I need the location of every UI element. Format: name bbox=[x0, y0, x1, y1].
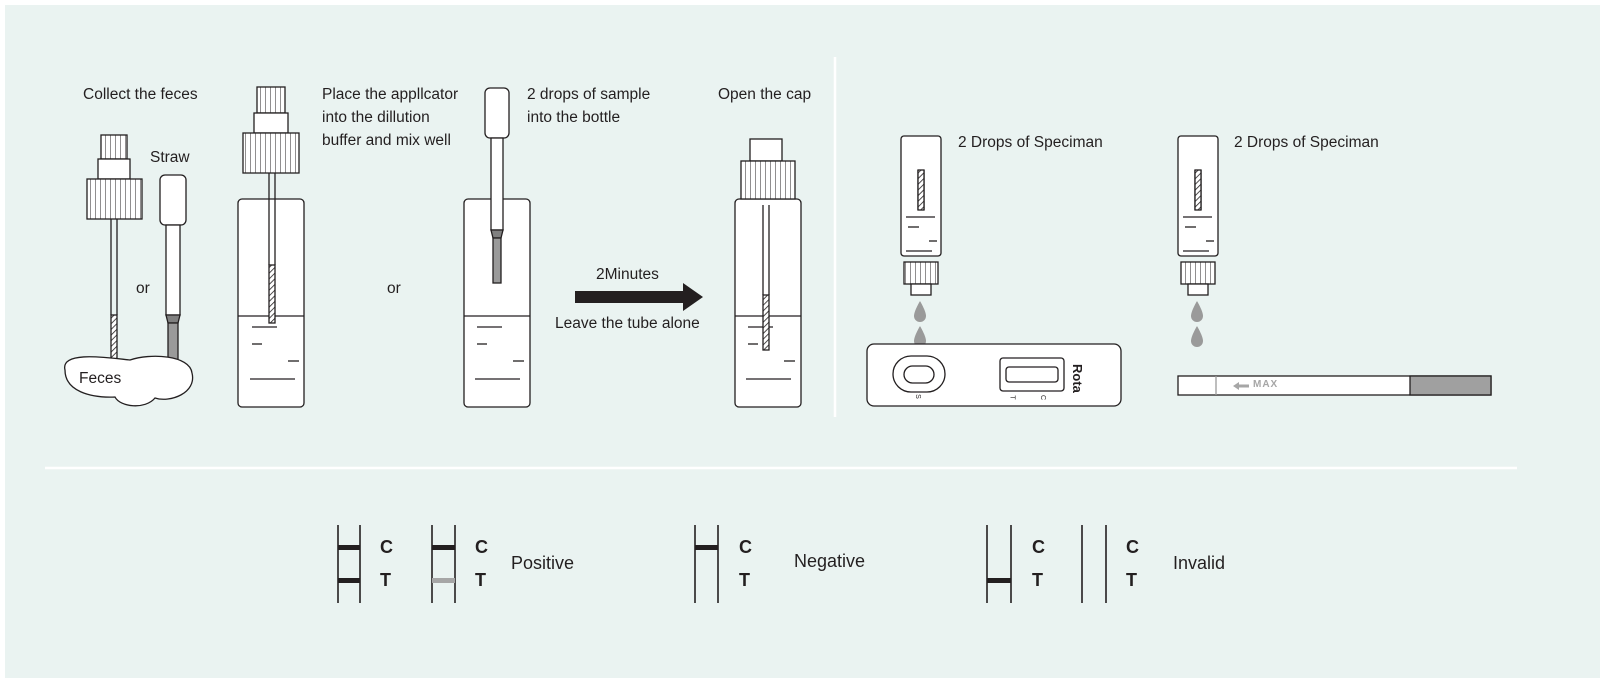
label-positive: Positive bbox=[511, 553, 575, 573]
label-t: T bbox=[1032, 570, 1043, 590]
label-straw: Straw bbox=[150, 149, 190, 166]
drop-icon bbox=[914, 326, 926, 347]
label-c: C bbox=[475, 537, 488, 557]
straw-dropper bbox=[159, 174, 187, 371]
closed-tube bbox=[734, 138, 802, 408]
cassette-window-t: T bbox=[1008, 395, 1016, 400]
result-strip-positive-2 bbox=[431, 525, 456, 603]
dilution-tube-with-dropper bbox=[463, 87, 531, 408]
test-strip bbox=[1177, 375, 1492, 396]
label-drops-strip: 2 Drops of Speciman bbox=[1234, 134, 1379, 151]
label-or: or bbox=[136, 280, 150, 297]
label-c: C bbox=[739, 537, 752, 557]
tube-dropper-strip bbox=[1177, 135, 1219, 296]
procedure-diagram bbox=[45, 57, 1517, 603]
cassette-well-s: S bbox=[913, 394, 921, 399]
cassette-brand-label: Rota bbox=[1070, 364, 1085, 393]
collector-applicator bbox=[86, 134, 143, 371]
label-drops-into-bottle: 2 drops of sample into the bottle bbox=[527, 86, 651, 126]
arrow-right-icon bbox=[575, 283, 703, 311]
label-drops-cassette: 2 Drops of Speciman bbox=[958, 134, 1103, 151]
label-collect-feces: Collect the feces bbox=[83, 86, 198, 103]
label-t: T bbox=[475, 570, 486, 590]
label-c: C bbox=[380, 537, 393, 557]
label-negative: Negative bbox=[794, 551, 866, 571]
arrow-left-icon bbox=[1233, 382, 1249, 390]
label-t: T bbox=[739, 570, 750, 590]
label-or: or bbox=[387, 280, 401, 297]
result-strip-negative bbox=[694, 525, 719, 603]
drop-icon bbox=[1191, 326, 1203, 347]
cassette-window-c: C bbox=[1039, 394, 1047, 401]
test-cassette bbox=[866, 343, 1122, 407]
label-c: C bbox=[1126, 537, 1139, 557]
strip-max-label: MAX bbox=[1253, 379, 1279, 390]
label-c: C bbox=[1032, 537, 1045, 557]
tube-dropper-cassette bbox=[900, 135, 942, 296]
instruction-panel: Collect the feces Straw or Feces Place t… bbox=[5, 5, 1600, 678]
result-strip-invalid-1 bbox=[986, 525, 1012, 603]
feces-blob bbox=[64, 355, 194, 407]
label-feces: Feces bbox=[79, 370, 122, 387]
label-t: T bbox=[380, 570, 391, 590]
drop-icon bbox=[1191, 301, 1203, 322]
label-invalid: Invalid bbox=[1173, 553, 1226, 573]
dilution-tube-with-applicator bbox=[237, 86, 305, 408]
label-t: T bbox=[1126, 570, 1137, 590]
label-leave-tube: Leave the tube alone bbox=[555, 315, 700, 332]
label-2-minutes: 2Minutes bbox=[596, 266, 659, 283]
label-open-cap: Open the cap bbox=[718, 86, 812, 103]
result-strip-invalid-2 bbox=[1081, 525, 1107, 603]
label-place-applicator: Place the appllcator into the dillution … bbox=[322, 86, 459, 149]
result-strip-positive-1 bbox=[337, 525, 361, 603]
drop-icon bbox=[914, 301, 926, 322]
